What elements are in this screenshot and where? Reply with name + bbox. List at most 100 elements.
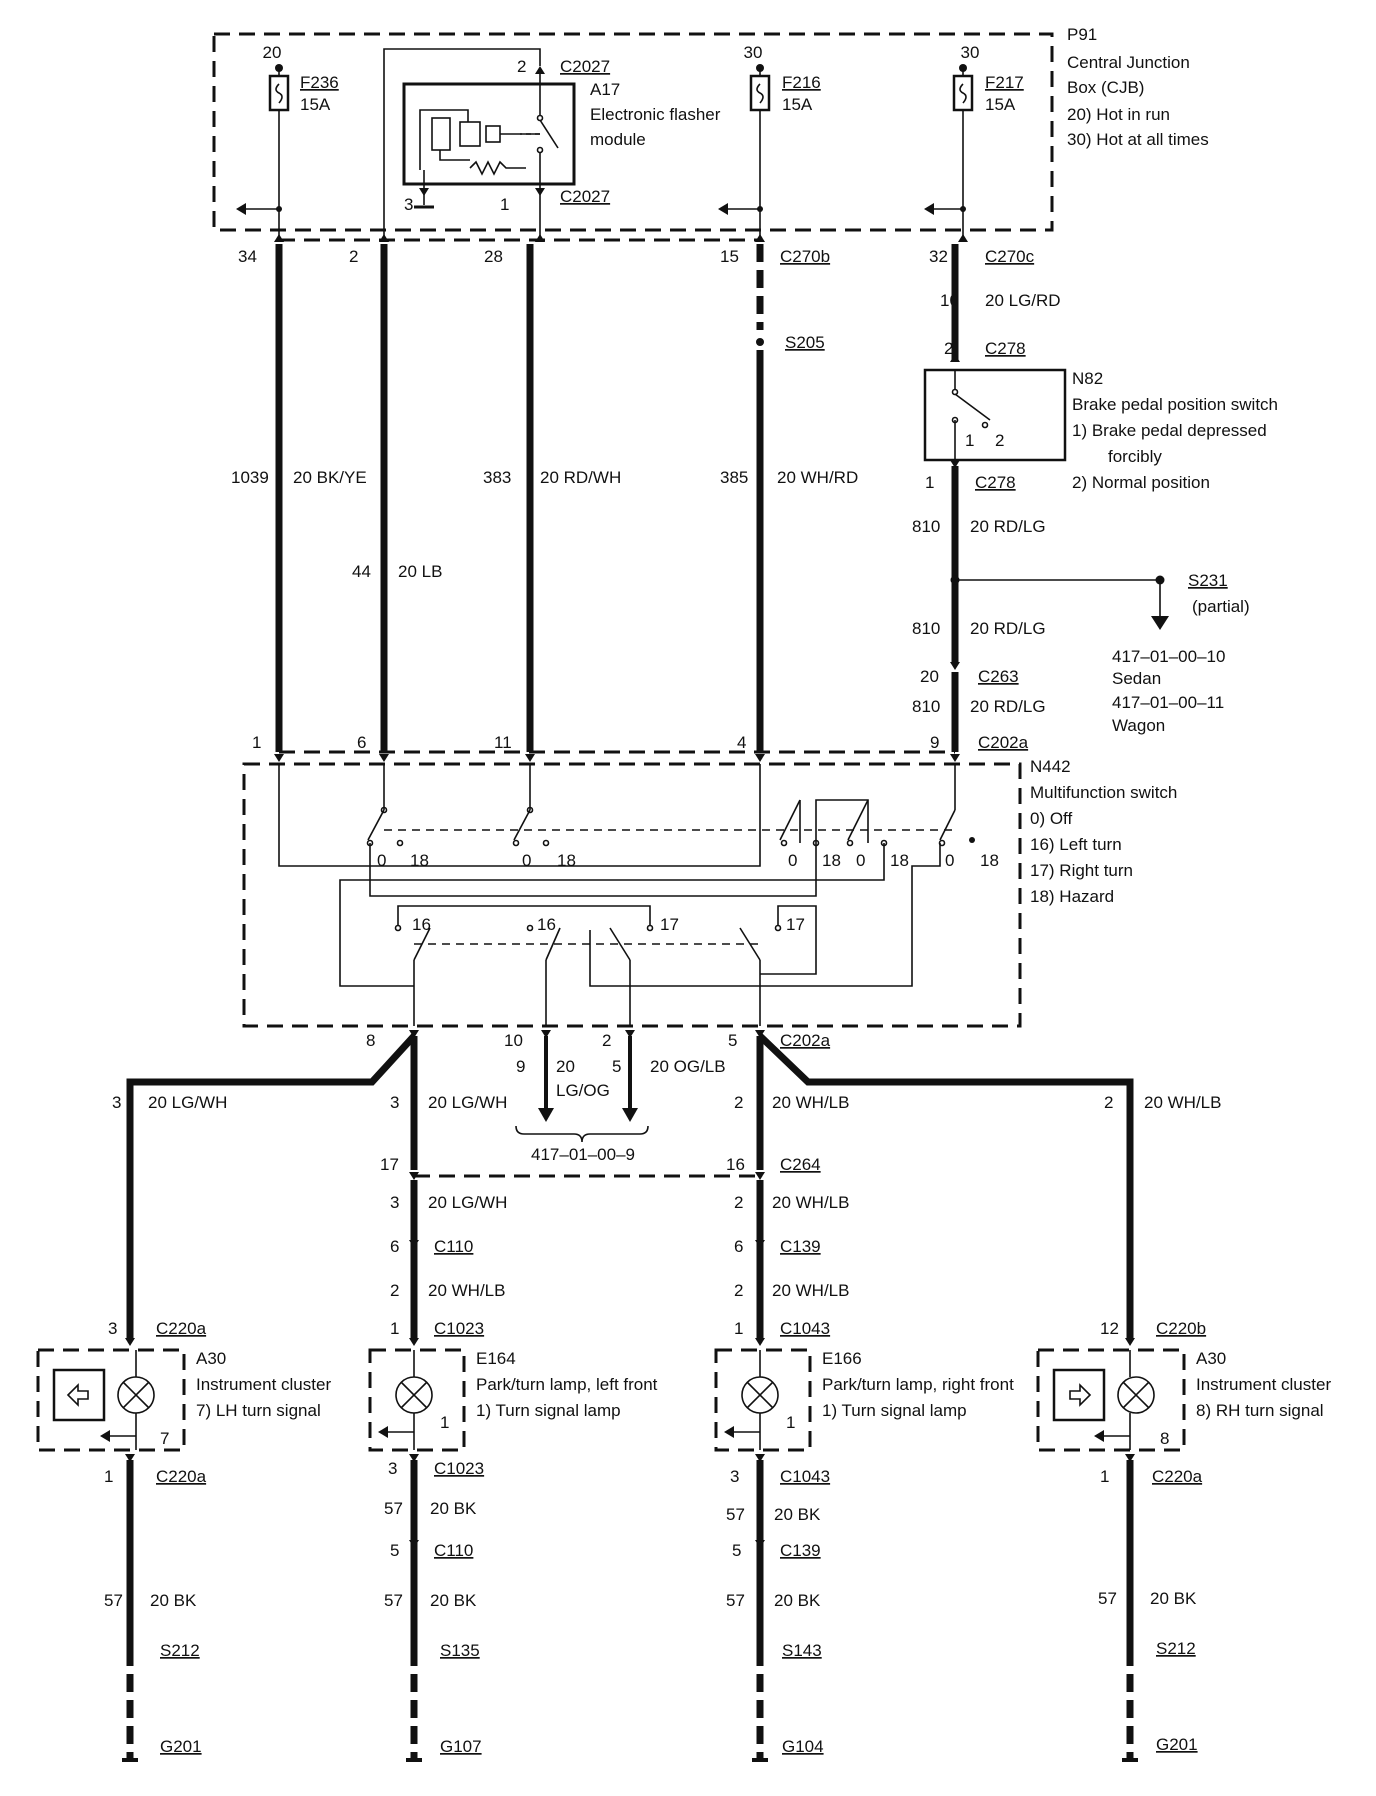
fuse-f217: 30 F217 15A — [924, 43, 1024, 240]
lh-pin: 3 — [108, 1319, 117, 1338]
c202a-pin-8: 8 — [366, 1031, 375, 1050]
mfs-contact-0-b: 0 — [522, 851, 531, 870]
c202a-pin-11: 11 — [494, 733, 512, 752]
fuse-f217-pin: 30 — [961, 43, 980, 62]
lh-ground-pin: 7 — [160, 1429, 169, 1448]
central-junction-box: P91 Central Junction Box (CJB) 20) Hot i… — [212, 25, 1209, 232]
c270-pin-34: 34 — [238, 247, 257, 266]
wire-rh-color: 20 WH/LB — [1144, 1093, 1221, 1112]
c278-label-bottom: C278 — [975, 473, 1016, 492]
c270c-label: C270c — [985, 247, 1035, 266]
rf-pin: 1 — [734, 1319, 743, 1338]
ref-sedan-page: 417–01–00–10 — [1112, 647, 1225, 666]
lf-name: Park/turn lamp, left front — [476, 1375, 658, 1394]
wire-1039: 1039 — [231, 468, 269, 487]
mfs-ref: N442 — [1030, 757, 1071, 776]
fuse-f216-amp: 15A — [782, 95, 813, 114]
wire-10-color: 20 LG/RD — [985, 291, 1061, 310]
g3-wire: 57 — [726, 1505, 745, 1524]
ground-circuit-3: 3 C1043 57 20 BK 5 C139 57 20 BK S143 G1… — [726, 1454, 830, 1762]
g2-splice: S135 — [440, 1641, 480, 1660]
splice-s231-partial: (partial) — [1192, 597, 1250, 616]
rh-pin: 12 — [1100, 1319, 1119, 1338]
c270-pin-2: 2 — [349, 247, 358, 266]
rh-ground-pin: 8 — [1160, 1429, 1169, 1448]
mfs-contact-18-e: 18 — [980, 851, 999, 870]
g3-conn2: C139 — [780, 1541, 821, 1560]
mfs-mode-off: 0) Off — [1030, 809, 1072, 828]
c278-pin-2: 2 — [944, 339, 953, 358]
g2-color: 20 BK — [430, 1499, 477, 1518]
brake-switch-name: Brake pedal position switch — [1072, 395, 1278, 414]
splice-s205: S205 — [785, 333, 825, 352]
splice-s231: S231 — [1188, 571, 1228, 590]
flasher-conn-top: C2027 — [560, 57, 610, 76]
mfs-contact-0-e: 0 — [945, 851, 954, 870]
c202a-pin-1: 1 — [252, 733, 261, 752]
wire-lf-color-3: 20 WH/LB — [428, 1281, 505, 1300]
rf-function: 1) Turn signal lamp — [822, 1401, 967, 1420]
c110-label: C110 — [434, 1237, 473, 1256]
g3-color2: 20 BK — [774, 1591, 821, 1610]
wire-5-color: 20 OG/LB — [650, 1057, 726, 1076]
g2-wire: 57 — [384, 1499, 403, 1518]
brake-switch-pos-2: 2 — [995, 431, 1004, 450]
c264-pin-16: 16 — [726, 1155, 745, 1174]
g3-pin2: 5 — [732, 1541, 741, 1560]
wire-lf-num: 3 — [390, 1093, 399, 1112]
c202a-pin-10: 10 — [504, 1031, 523, 1050]
cjb-ref: P91 — [1067, 25, 1097, 44]
g2-conn2: C110 — [434, 1541, 473, 1560]
multifunction-switch: 1 6 11 4 9 C202a N442 Multifunction swit… — [242, 733, 1177, 1028]
lh-name: Instrument cluster — [196, 1375, 331, 1394]
g4-wire: 57 — [1098, 1589, 1117, 1608]
flasher-pin-top: 2 — [517, 57, 526, 76]
ref-wagon: Wagon — [1112, 716, 1165, 735]
g2-color2: 20 BK — [430, 1591, 477, 1610]
cjb-note-20: 20) Hot in run — [1067, 105, 1170, 124]
g1-color: 20 BK — [150, 1591, 197, 1610]
mfs-contact-17-b: 17 — [786, 915, 805, 934]
wire-lh-color: 20 LG/WH — [148, 1093, 227, 1112]
ground-circuit-4: 1 C220a 57 20 BK S212 G201 — [1098, 1454, 1203, 1762]
lh-ref: A30 — [196, 1349, 226, 1368]
wire-385-color: 20 WH/RD — [777, 468, 858, 487]
fuse-f216-pin: 30 — [744, 43, 763, 62]
c270-pin-28: 28 — [484, 247, 503, 266]
mfs-contact-0-d: 0 — [856, 851, 865, 870]
mfs-contact-18-c: 18 — [822, 851, 841, 870]
g1-wire: 57 — [104, 1591, 123, 1610]
c264-pin-17: 17 — [380, 1155, 399, 1174]
ground-circuit-1: 1 C220a 57 20 BK S212 G201 — [104, 1454, 207, 1762]
wire-385: 385 — [720, 468, 748, 487]
flasher-name-line1: Electronic flasher — [590, 105, 721, 124]
wire-9: 9 — [516, 1057, 525, 1076]
c202a-pin-4: 4 — [737, 733, 746, 752]
c202a-pin-6: 6 — [357, 733, 366, 752]
wire-810-a: 810 — [912, 517, 940, 536]
rf-conn: C1043 — [780, 1319, 830, 1338]
left-arrow-icon — [66, 1383, 89, 1407]
wire-rf-color-2: 20 WH/LB — [772, 1193, 849, 1212]
rf-ground-pin: 1 — [786, 1413, 795, 1432]
cjb-name-line2: Box (CJB) — [1067, 78, 1144, 97]
wire-9-color: LG/OG — [556, 1081, 610, 1100]
brake-switch-note1b: forcibly — [1108, 447, 1162, 466]
fuse-f216-name: F216 — [782, 73, 821, 92]
lf-function: 1) Turn signal lamp — [476, 1401, 621, 1420]
wire-810-b-color: 20 RD/LG — [970, 619, 1046, 638]
lf-ref: E164 — [476, 1349, 516, 1368]
wire-10: 10 — [940, 291, 959, 310]
wire-1039-color: 20 BK/YE — [293, 468, 367, 487]
mfs-contact-18-d: 18 — [890, 851, 909, 870]
lf-pin: 1 — [390, 1319, 399, 1338]
lamp-rh-cluster: 12 C220b 8 A30 Instrument cluster 8) RH … — [1036, 1319, 1331, 1452]
c139-label: C139 — [780, 1237, 821, 1256]
g2-pin: 3 — [388, 1459, 397, 1478]
wire-44: 44 — [352, 562, 371, 581]
wire-rh-num: 2 — [1104, 1093, 1113, 1112]
lamp-left-front: 1 C1023 1 E164 Park/turn lamp, left fron… — [368, 1319, 658, 1452]
c263-label: C263 — [978, 667, 1019, 686]
ref-417-01-00-9: 417–01–00–9 — [531, 1145, 635, 1164]
c202a-label-top: C202a — [978, 733, 1029, 752]
